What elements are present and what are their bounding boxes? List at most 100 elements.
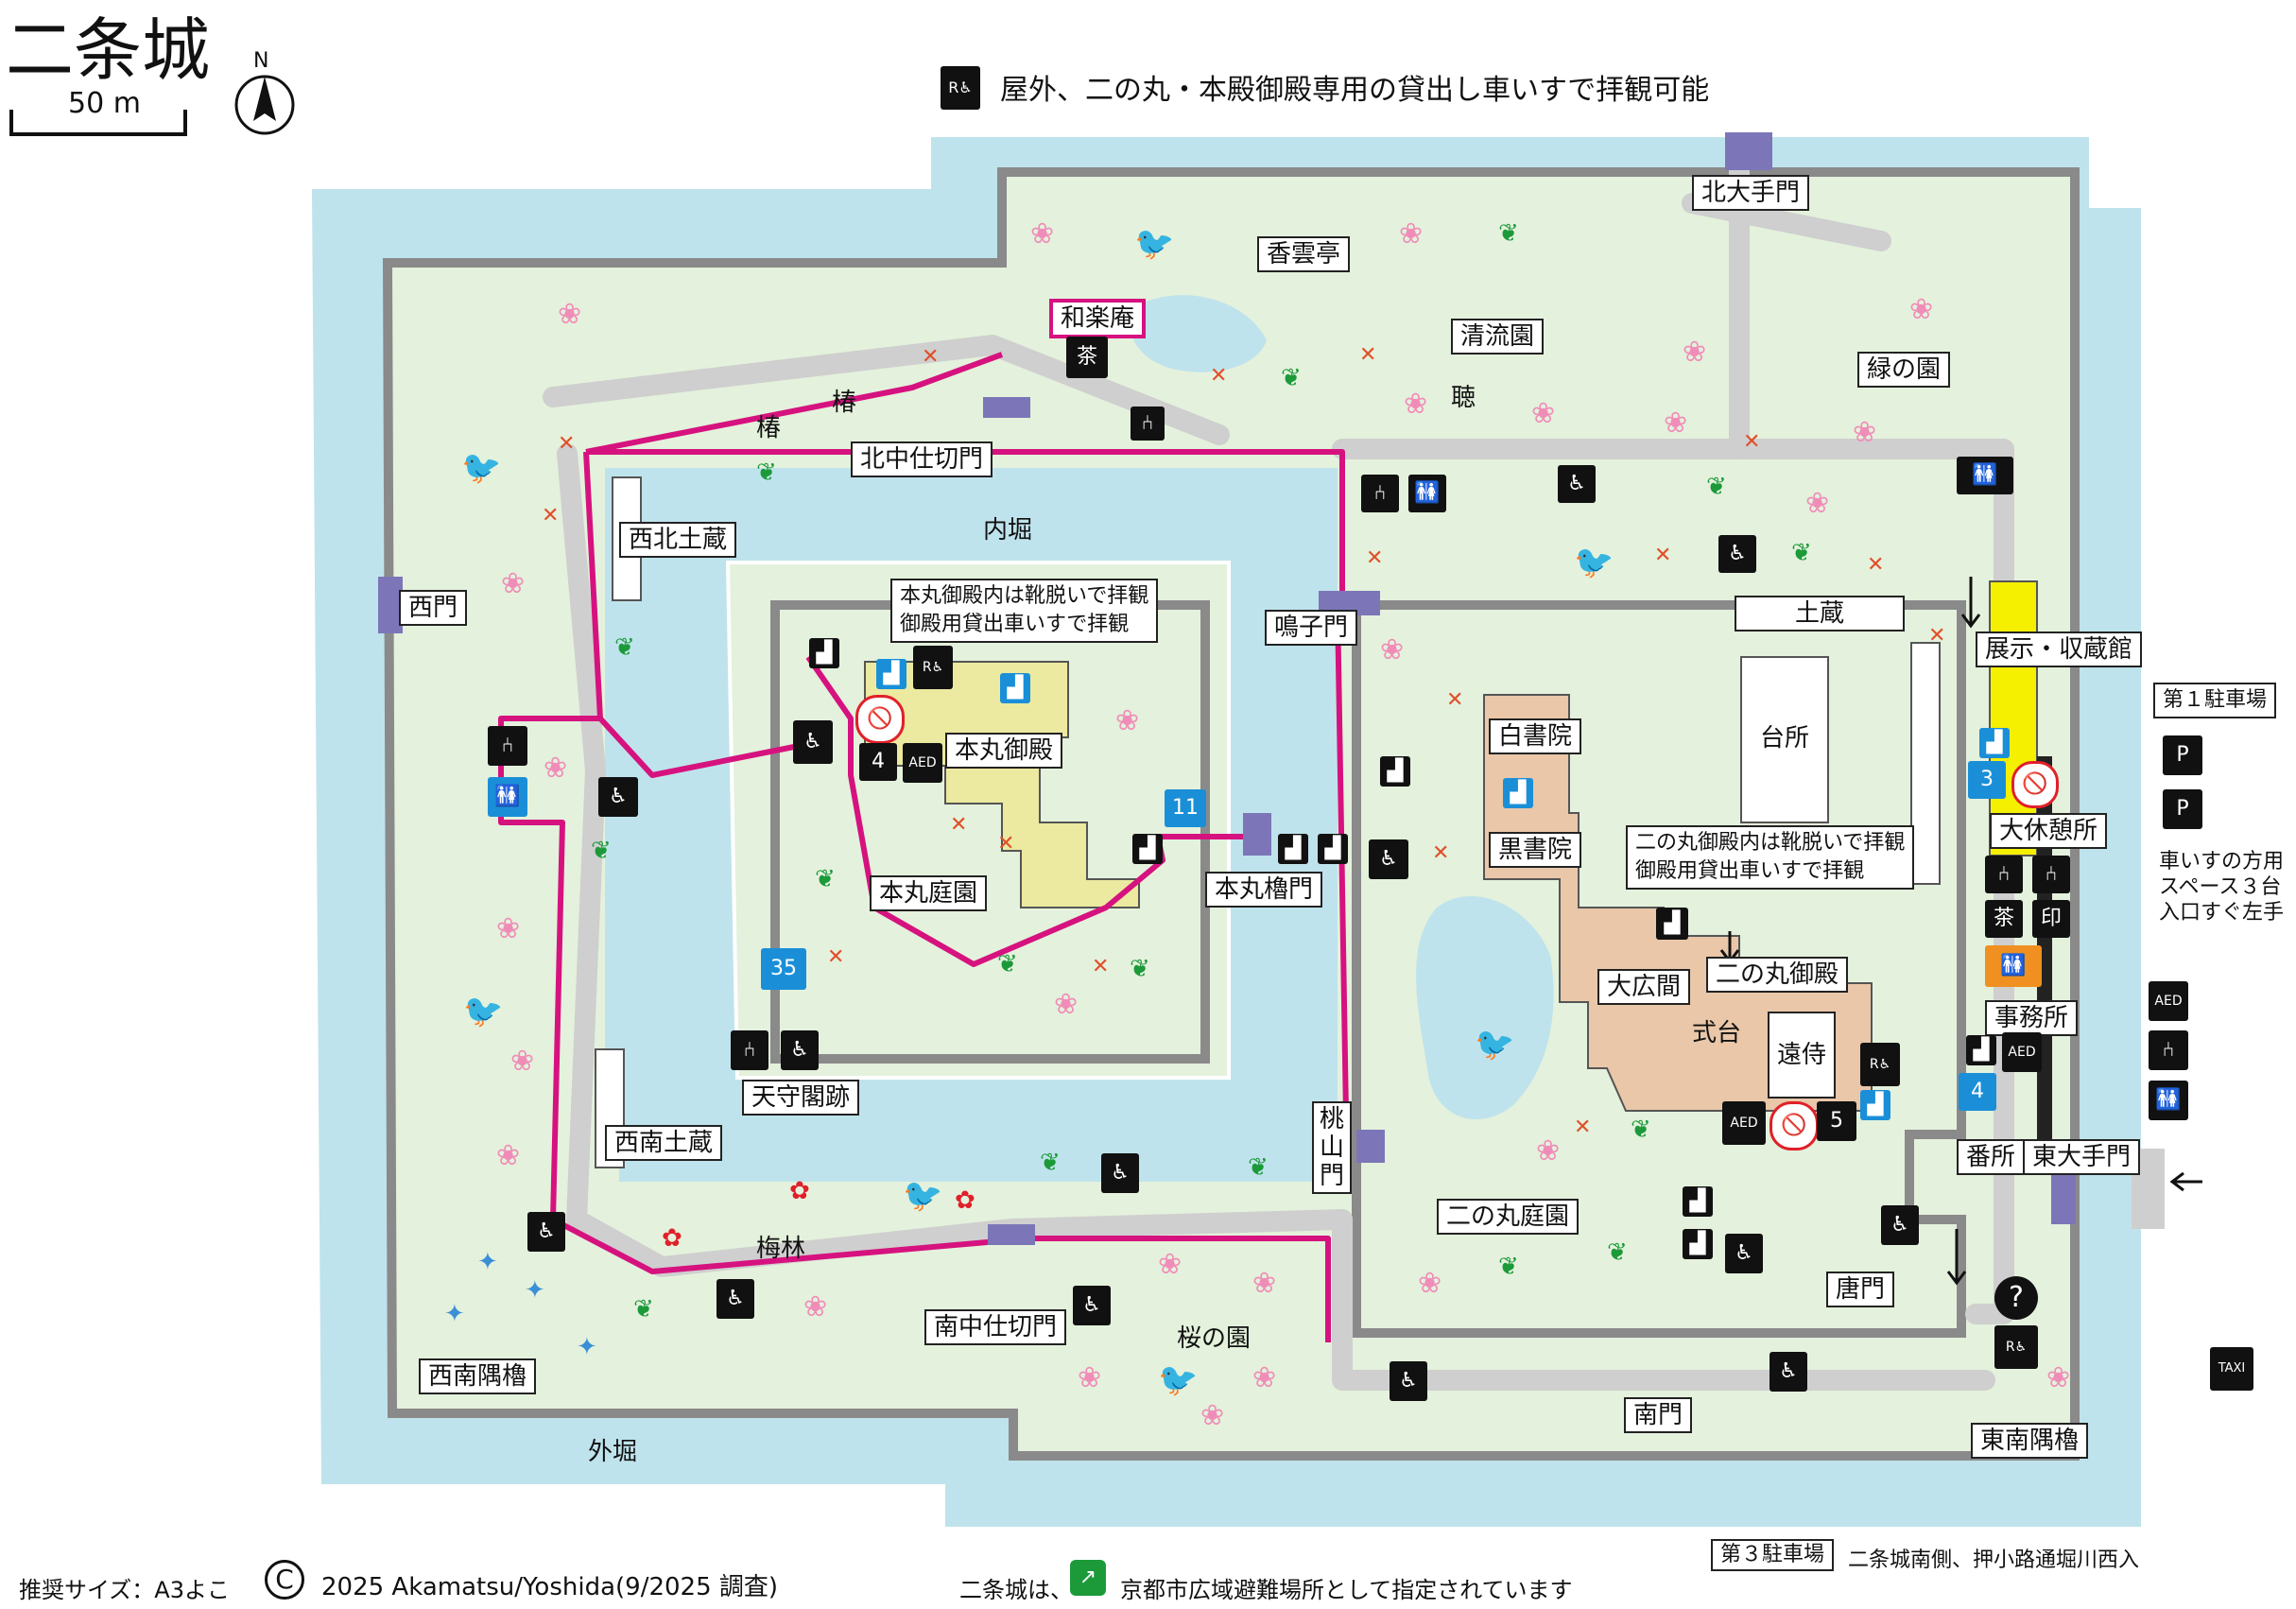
shop-icon: ⑃ (1985, 856, 2023, 893)
wheelchair-rental-icon: R♿ (941, 66, 980, 110)
sakura-no-sono-label: 桜の園 (1177, 1324, 1252, 1353)
step-icon: ▟ (1683, 1186, 1713, 1217)
wheelchair-icon: ♿ (1390, 1361, 1427, 1401)
cherry-blossom-icon: ❀ (1536, 1134, 1561, 1168)
cherry-blossom-icon: ❀ (1115, 704, 1140, 737)
slope-icon: ▟ (1966, 1035, 1996, 1065)
bird-icon: 🐦 (1134, 225, 1175, 263)
cherry-blossom-icon: ❀ (510, 1045, 535, 1078)
bird-icon: 🐦 (1158, 1361, 1199, 1399)
parking-lot3-desc: 二条城南側、押小路通堀川西入 (1848, 1548, 2140, 1572)
wheelchair-icon: ♿ (1769, 1352, 1807, 1392)
cherry-blossom-icon: ❀ (1909, 293, 1934, 326)
wheelchair-rental-icon: R♿ (1994, 1325, 2038, 1369)
step-count-icon: 4 (859, 743, 897, 781)
bench-icon: ⑃ (1131, 407, 1165, 441)
no-entry-mark: ✕ (1432, 841, 1450, 865)
cherry-blossom-icon: ❀ (2046, 1361, 2071, 1394)
bird-icon: 🐦 (1574, 544, 1614, 581)
daikyukeisho-label: 大休憩所 (1990, 813, 2108, 849)
north-label: N (253, 49, 269, 73)
no-entry-mark: ✕ (827, 945, 845, 969)
cherry-blossom-icon: ❀ (544, 752, 568, 785)
nishi-mon-label: 西門 (399, 590, 468, 626)
tsubaki-label: 椿 (832, 389, 857, 417)
stairs-icon: ▟ (1656, 908, 1688, 940)
parking-note-line3: 入口すぐ左手 (2159, 901, 2285, 925)
wheelchair-icon: ♿ (1073, 1286, 1111, 1325)
hydrangea-icon: ✦ (525, 1276, 545, 1305)
restroom-icon: 🚻 (1957, 457, 2013, 494)
recommended-size: 推奨サイズ：A3よこ (19, 1577, 230, 1603)
bird-icon: 🐦 (463, 993, 504, 1030)
slope-icon: ▟ (876, 659, 906, 689)
wheelchair-icon: ♿ (793, 720, 833, 764)
cherry-blossom-icon: ❀ (803, 1290, 828, 1324)
page-title: 二条城 (6, 10, 211, 90)
parking-icon: P (2163, 735, 2202, 775)
midori-no-sono-label: 緑の園 (1857, 352, 1951, 388)
step-count-icon: 11 (1165, 789, 1206, 827)
no-entry-mark: ✕ (1210, 364, 1228, 388)
restroom-icon: 🚻 (1985, 945, 2042, 987)
step-icon: ▟ (1683, 1229, 1713, 1259)
wheelchair-notice: 屋外、二の丸・本殿御殿専用の貸出し車いすで拝観可能 (1000, 74, 1710, 107)
wheelchair-icon: ♿ (1881, 1205, 1919, 1245)
ninomaru-goten-label: 二の丸御殿 (1706, 957, 1849, 993)
aed-icon: AED (2149, 981, 2188, 1021)
locker-icon: ⑃ (2149, 1030, 2188, 1070)
tenji-shuzokan-label: 展示・収蔵館 (1976, 631, 2143, 667)
no-entry-mark: ✕ (542, 504, 560, 528)
tonan-sumiyagura-label: 東南隅櫓 (1971, 1423, 2089, 1459)
cherry-blossom-icon: ❀ (1418, 1267, 1442, 1300)
shrub-icon: ❦ (1498, 1253, 1519, 1281)
stairs-icon: ▟ (809, 638, 839, 668)
slope-icon: ▟ (1503, 778, 1533, 808)
naruko-mon-label: 鳴子門 (1265, 610, 1358, 646)
wheelchair-icon: ♿ (1101, 1153, 1139, 1193)
step-count-icon: 35 (761, 948, 806, 990)
cherry-blossom-icon: ❀ (1664, 407, 1688, 440)
wheelchair-icon: ♿ (527, 1212, 565, 1252)
wheelchair-rental-icon: R♿ (913, 646, 953, 689)
cherry-blossom-icon: ❀ (1252, 1361, 1277, 1394)
seihoku-dozo-label: 西北土蔵 (619, 522, 737, 558)
cherry-blossom-icon: ❀ (1399, 217, 1424, 251)
honmaru-goten-label: 本丸御殿 (945, 733, 1063, 769)
bird-icon: 🐦 (461, 449, 502, 487)
ninomaru-note: 二の丸御殿内は靴脱いで拝観 御殿用貸出車いすで拝観 (1626, 825, 1915, 890)
no-entry-mark: ✕ (1359, 343, 1377, 367)
hydrangea-icon: ✦ (477, 1248, 498, 1276)
shrub-icon: ❦ (614, 633, 635, 662)
aed-icon: AED (903, 743, 942, 783)
no-entry-mark: ✕ (1928, 624, 1946, 648)
step-count-icon: 3 (1968, 761, 2006, 799)
shrub-icon: ❦ (1631, 1116, 1651, 1144)
cherry-blossom-icon: ❀ (1252, 1267, 1277, 1300)
restroom-icon: 🚻 (1408, 475, 1446, 512)
honmaru-yagura-mon-label: 本丸櫓門 (1205, 872, 1323, 908)
evacuation-prefix: 二条城は、 (959, 1577, 1073, 1603)
kiku-label: 聴 (1451, 384, 1476, 412)
ninomaru-goten-bldg (1483, 694, 1873, 1112)
shrub-icon: ❦ (1248, 1153, 1269, 1182)
slope-icon: ▟ (1000, 673, 1030, 703)
wheelchair-rental-icon: R♿ (1860, 1043, 1900, 1086)
parking-lot1-label: 第１駐車場 (2153, 683, 2277, 718)
shrub-icon: ❦ (1130, 955, 1150, 983)
shiroshoin-label: 白書院 (1489, 718, 1582, 754)
evacuation-icon: ↗ (1070, 1560, 1106, 1596)
karamon-label: 唐門 (1826, 1272, 1895, 1307)
parking-lot3-label: 第３駐車場 (1711, 1539, 1835, 1571)
no-entry-mark: ✕ (1092, 955, 1110, 978)
cherry-blossom-icon: ❀ (1404, 388, 1428, 421)
cherry-blossom-icon: ❀ (1078, 1361, 1102, 1394)
bird-icon: 🐦 (1475, 1026, 1515, 1064)
step-count-icon: 4 (1959, 1073, 1996, 1111)
shrub-icon: ❦ (1281, 364, 1302, 392)
ninomaru-note-line2: 御殿用貸出車いすで拝観 (1635, 859, 1865, 883)
plum-blossom-icon: ✿ (955, 1186, 975, 1215)
honmaru-note-line1: 本丸御殿内は靴脱いで拝観 (900, 584, 1149, 608)
evacuation-suffix: 京都市広域避難場所として指定されています (1120, 1577, 1573, 1603)
